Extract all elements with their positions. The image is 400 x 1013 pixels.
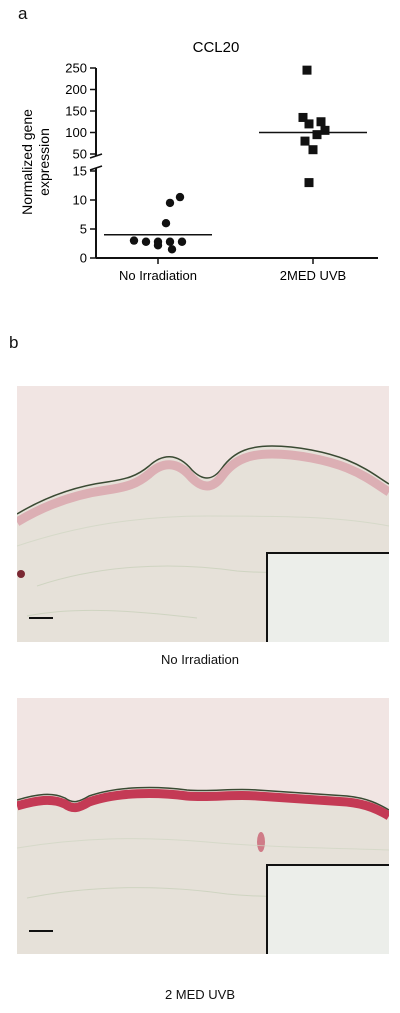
- chart-medians: [104, 131, 367, 236]
- chart-category-labels: No Irradiation 2MED UVB: [119, 258, 346, 283]
- data-point: [129, 236, 139, 245]
- inset-2med-uvb: [266, 864, 389, 954]
- data-point: [298, 112, 308, 122]
- inset-no-irradiation: [266, 552, 389, 642]
- data-point: [177, 237, 187, 246]
- y-axis-label: Normalized geneexpression: [19, 109, 52, 215]
- scale-bar: [29, 930, 53, 932]
- caption-no-irradiation: No Irradiation: [160, 652, 240, 667]
- scale-bar: [29, 617, 53, 619]
- ccl20-scatter-chart: CCL20 Normalized geneexpression 0 5 10 15 50…: [19, 39, 378, 283]
- data-point: [316, 117, 326, 127]
- chart-ticks: 0 5 10 15 50 100 150 200 250: [65, 61, 96, 266]
- y-tick-label: 50: [73, 147, 87, 162]
- chart-title: CCL20: [193, 39, 240, 56]
- y-tick-label: 0: [80, 251, 87, 266]
- data-point: [167, 245, 177, 254]
- y-tick-label: 150: [65, 104, 87, 119]
- panel-a-label: a: [18, 4, 28, 23]
- data-point: [141, 237, 151, 246]
- chart-points: [129, 65, 330, 254]
- axis-break: [89, 153, 103, 159]
- data-point: [165, 237, 175, 246]
- data-point: [300, 136, 310, 146]
- data-point: [302, 65, 312, 75]
- axis-break: [89, 165, 103, 171]
- data-point: [304, 178, 314, 188]
- panel-b-label: b: [9, 333, 19, 352]
- data-point: [175, 192, 185, 202]
- y-tick-label: 10: [73, 193, 87, 208]
- micrograph-no-irradiation: [17, 386, 389, 642]
- micrograph-2med-uvb: [17, 698, 389, 954]
- y-tick-label: 15: [73, 164, 87, 179]
- data-point: [161, 219, 171, 228]
- data-point: [165, 198, 175, 208]
- caption-2med-uvb: 2 MED UVB: [164, 987, 236, 1002]
- chart-axes: [89, 68, 378, 259]
- x-tick-label: No Irradiation: [119, 268, 197, 283]
- data-point: [320, 125, 330, 135]
- y-tick-label: 5: [80, 222, 87, 237]
- y-tick-label: 100: [65, 125, 87, 140]
- data-point: [308, 145, 318, 155]
- x-tick-label: 2MED UVB: [280, 268, 346, 283]
- y-tick-label: 200: [65, 82, 87, 97]
- data-point: [304, 119, 314, 129]
- data-point: [153, 241, 163, 250]
- y-tick-label: 250: [65, 61, 87, 76]
- data-point: [312, 130, 322, 140]
